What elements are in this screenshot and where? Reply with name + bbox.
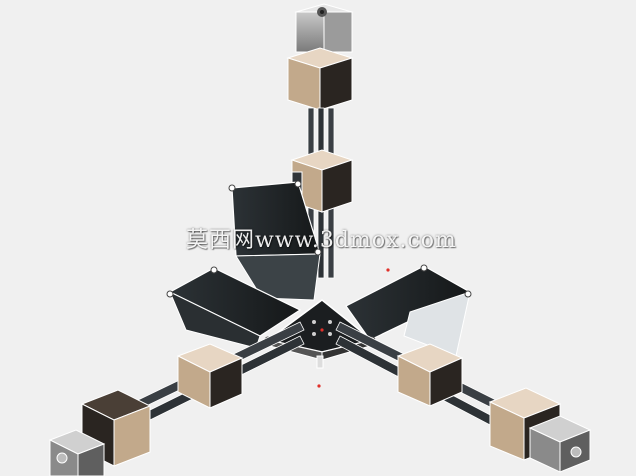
top-tower: [286, 3, 354, 279]
left-carriage: [176, 343, 244, 409]
delta-arms: [166, 180, 472, 357]
left-stepper-motor: [48, 429, 106, 476]
top-end-block: [286, 47, 354, 111]
right-tower: [335, 321, 592, 473]
watermark-text: 莫西网www.3dmox.com: [186, 228, 457, 253]
right-stepper-motor: [528, 415, 592, 473]
top-stepper-motor: [294, 3, 354, 53]
marker-dot: [317, 384, 321, 388]
left-tower: [48, 321, 305, 476]
right-carriage: [396, 343, 464, 407]
